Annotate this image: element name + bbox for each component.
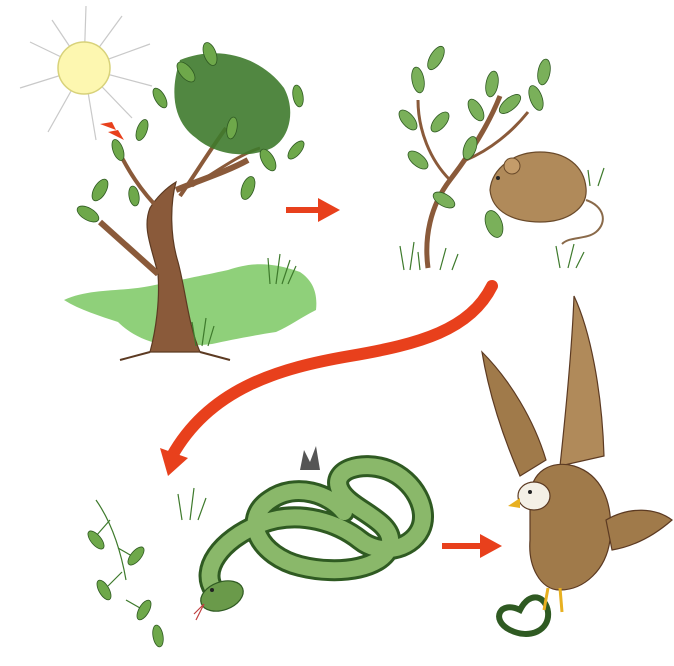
mouse-plant-icon (396, 44, 604, 270)
eagle-icon (482, 296, 672, 634)
arrow-tree-to-mouse (286, 198, 340, 222)
arrow-snake-to-eagle (442, 534, 502, 558)
sun-icon (20, 6, 152, 140)
arrow-sun-to-tree (100, 122, 124, 140)
snake-icon (85, 446, 423, 648)
tree-icon (64, 41, 316, 360)
